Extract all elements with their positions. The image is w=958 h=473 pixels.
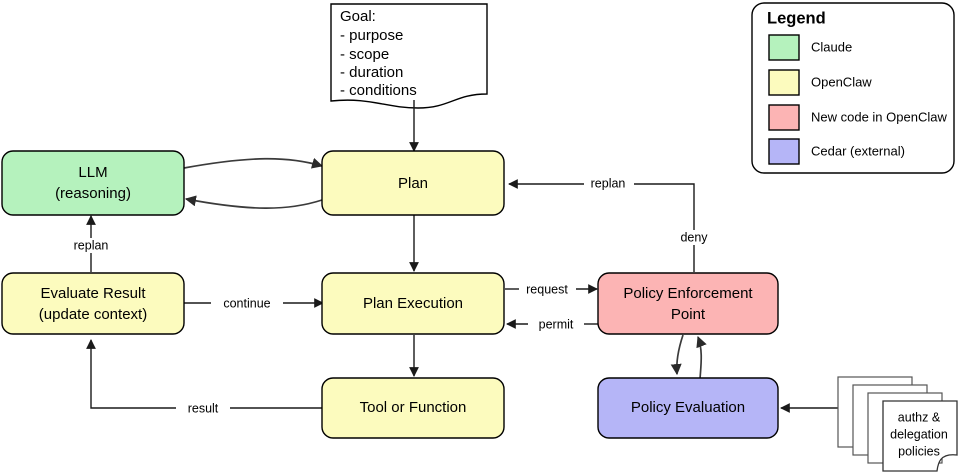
goal-note: Goal: - purpose - scope - duration - con… (330, 3, 488, 109)
edge-llm-to-plan (183, 157, 324, 169)
legend-panel (751, 2, 955, 174)
node-policy-enforcement-point[interactable]: Policy Enforcement Point (597, 272, 779, 335)
edge-label-replan-right: replan (591, 176, 626, 190)
legend-swatch-cedar (768, 138, 800, 165)
legend-swatch-openclaw (768, 69, 800, 96)
node-pep-label-2: Point (671, 306, 706, 323)
edge-label-deny: deny (680, 230, 708, 244)
node-llm-shape[interactable] (1, 150, 185, 216)
label-backing-deny (669, 230, 719, 245)
node-evaluate-result-shape[interactable] (1, 272, 185, 335)
node-llm-label-2: (reasoning) (55, 185, 131, 202)
legend-title: Legend (767, 9, 826, 27)
edge-label-request: request (526, 282, 568, 296)
edge-plan-to-llm (184, 195, 323, 209)
edge-label-continue: continue (223, 296, 270, 310)
edge-label-replan-left: replan (74, 238, 109, 252)
legend-item-claude: Claude (768, 34, 852, 61)
edge-label-permit: permit (539, 317, 574, 331)
legend-label-openclaw: OpenClaw (811, 74, 872, 89)
node-plan-execution-shape[interactable] (321, 272, 505, 335)
legend: Legend Claude OpenClaw New code in OpenC… (751, 2, 955, 174)
goal-note-line-0: Goal: (340, 8, 376, 25)
policy-document-stack[interactable]: authz & delegation policies (837, 376, 958, 472)
node-plan-execution-label-1: Plan Execution (363, 295, 463, 312)
policy-doc-line-2: policies (898, 444, 940, 458)
edge-policy-eval-to-pep (696, 335, 707, 380)
node-tool-label-1: Tool or Function (360, 399, 467, 416)
goal-note-line-1: - purpose (340, 27, 403, 44)
node-policy-evaluation[interactable]: Policy Evaluation (597, 377, 779, 439)
node-tool-or-function-shape[interactable] (321, 377, 505, 439)
node-policy-enforcement-point-shape[interactable] (597, 272, 779, 335)
legend-label-claude: Claude (811, 39, 852, 54)
node-plan-execution[interactable]: Plan Execution (321, 272, 505, 335)
policy-doc-sheet-front[interactable] (882, 400, 958, 472)
legend-item-cedar: Cedar (external) (768, 138, 905, 165)
policy-doc-line-0: authz & (898, 410, 941, 424)
goal-note-line-4: - conditions (340, 82, 417, 99)
node-plan-label-1: Plan (398, 175, 428, 192)
legend-swatch-new-code (768, 104, 800, 131)
node-policy-evaluation-shape[interactable] (597, 377, 779, 439)
label-backing-replan-right (584, 177, 634, 192)
edge-tool-result-seg2 (86, 339, 176, 409)
legend-label-new-code: New code in OpenClaw (811, 109, 947, 124)
edge-label-result: result (188, 401, 219, 415)
edge-pep-to-policy-eval (670, 334, 684, 376)
legend-swatch-claude (768, 34, 800, 61)
node-policy-evaluation-label-1: Policy Evaluation (631, 399, 745, 416)
edge-pep-deny-vertical (625, 183, 695, 272)
node-evaluate-result-label-1: Evaluate Result (40, 285, 146, 302)
node-tool-or-function[interactable]: Tool or Function (321, 377, 505, 439)
legend-label-cedar: Cedar (external) (811, 143, 905, 158)
node-evaluate-result-label-2: (update context) (39, 306, 147, 323)
node-evaluate-result[interactable]: Evaluate Result (update context) (1, 272, 185, 335)
node-plan-shape[interactable] (321, 150, 505, 216)
policy-doc-line-1: delegation (890, 427, 948, 441)
goal-note-line-2: - scope (340, 46, 389, 63)
goal-note-line-3: - duration (340, 64, 403, 81)
node-pep-label-1: Policy Enforcement (623, 285, 753, 302)
legend-item-new-code: New code in OpenClaw (768, 104, 947, 131)
node-llm-label-1: LLM (78, 164, 107, 181)
legend-item-openclaw: OpenClaw (768, 69, 872, 96)
node-plan[interactable]: Plan (321, 150, 505, 216)
label-backing-replan-left (62, 238, 120, 253)
node-llm[interactable]: LLM (reasoning) (1, 150, 185, 216)
